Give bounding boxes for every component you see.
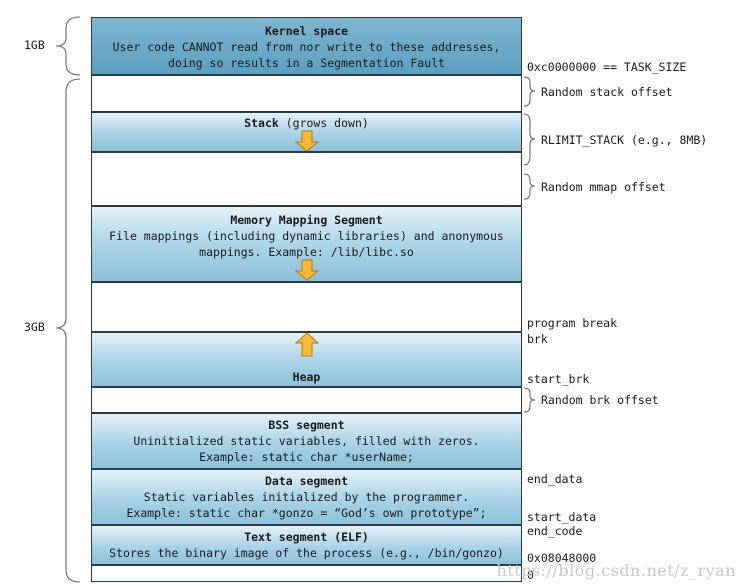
zero-address-label: 0 — [527, 568, 534, 582]
stack-mmap-gap — [91, 152, 522, 206]
watermark: https://blog.csdn.net/z_ryan — [496, 561, 736, 580]
data-title: Data segment — [264, 474, 349, 488]
brk-label: brk — [527, 332, 548, 346]
random-brk-brace-icon — [523, 387, 536, 413]
data-segment: Data segment Static variables initialize… — [91, 469, 522, 525]
bss-title: BSS segment — [268, 418, 345, 432]
text-segment: Text segment (ELF) Stores the binary ima… — [91, 525, 522, 565]
kernel-space-title: Kernel space — [264, 24, 349, 38]
stack-down-arrow-icon — [294, 130, 320, 152]
random-stack-offset-label: Random stack offset — [541, 85, 673, 99]
random-stack-gap — [91, 75, 522, 112]
kernel-space-segment: Kernel space User code CANNOT read from … — [91, 17, 522, 75]
kernel-brace-icon — [55, 16, 81, 76]
kernel-space-line1: User code CANNOT read from nor write to … — [112, 40, 501, 54]
bss-segment: BSS segment Uninitialized static variabl… — [91, 413, 522, 469]
kernel-size-label: 1GB — [24, 38, 45, 52]
text-line1: Stores the binary image of the process (… — [109, 546, 504, 560]
random-stack-brace-icon — [523, 76, 536, 107]
rlimit-brace-icon — [523, 113, 536, 166]
random-brk-offset-label: Random brk offset — [541, 393, 659, 407]
user-size-label: 3GB — [24, 320, 45, 334]
text-title: Text segment (ELF) — [244, 530, 369, 544]
mmap-heap-gap — [91, 282, 522, 332]
task-size-label: 0xc0000000 == TASK_SIZE — [527, 60, 687, 74]
kernel-space-line2: doing so results in a Segmentation Fault — [168, 56, 445, 70]
bss-line2: Example: static char *userName; — [199, 450, 414, 464]
bottom-gap — [91, 565, 522, 582]
mmap-down-arrow-icon — [294, 259, 320, 281]
end-data-label: end_data — [527, 472, 583, 486]
mmap-title: Memory Mapping Segment — [230, 213, 383, 227]
random-mmap-offset-label: Random mmap offset — [541, 180, 666, 194]
mmap-line1: File mappings (including dynamic librari… — [109, 229, 504, 243]
stack-title: Stack — [244, 116, 279, 130]
program-break-label: program break — [527, 316, 618, 330]
data-line1: Static variables initialized by the prog… — [143, 490, 470, 504]
rlimit-stack-label: RLIMIT_STACK (e.g., 8MB) — [541, 133, 708, 147]
random-mmap-brace-icon — [523, 173, 536, 200]
bss-line1: Uninitialized static variables, filled w… — [133, 434, 480, 448]
random-brk-gap — [91, 387, 522, 413]
mmap-line2: mappings. Example: /lib/libc.so — [199, 245, 414, 259]
heap-up-arrow-icon — [294, 332, 320, 357]
start-data-label: start_data — [527, 510, 597, 524]
user-brace-icon — [55, 78, 81, 583]
heap-title: Heap — [292, 370, 321, 384]
text-start-address-label: 0x08048000 — [527, 551, 597, 565]
data-line2: Example: static char *gonzo = “God’s own… — [126, 506, 487, 520]
stack-note: (grows down) — [278, 116, 369, 130]
end-code-label: end_code — [527, 524, 583, 538]
start-brk-label: start_brk — [527, 372, 590, 386]
